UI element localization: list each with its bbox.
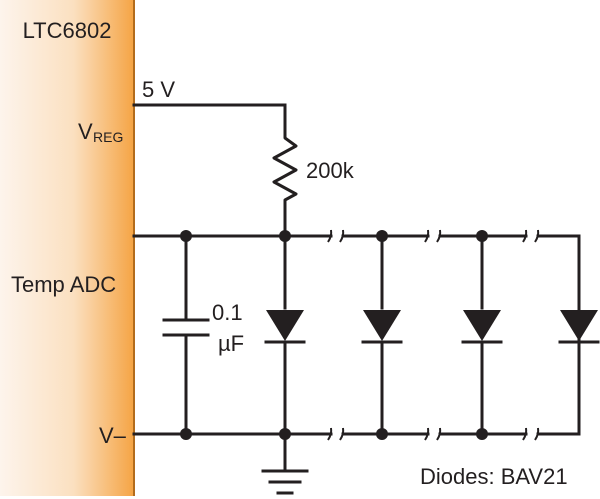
- ic-name: LTC6802: [23, 18, 112, 43]
- vreg-net: 5 V: [132, 77, 287, 132]
- cap-value-top: 0.1: [212, 300, 243, 325]
- diode-3-triangle: [463, 310, 501, 341]
- diode-2: [361, 234, 403, 436]
- diode-1-triangle: [266, 310, 304, 341]
- top-rail-seg-4: [536, 234, 581, 312]
- pin-temp-adc-label: Temp ADC: [11, 272, 116, 297]
- junction-dot: [180, 230, 192, 242]
- ic-block: LTC6802 V REG Temp ADC V–: [0, 0, 135, 496]
- diodes-note: Diodes: BAV21: [420, 464, 568, 489]
- junction-dot: [180, 428, 192, 440]
- pin-vreg-label: V: [78, 119, 93, 144]
- diode-4-triangle: [560, 310, 598, 341]
- wire-break-4: [327, 427, 345, 441]
- junction-dot: [476, 230, 488, 242]
- top-rail: [132, 229, 581, 312]
- diode-4: [558, 310, 600, 344]
- wire-break-5: [424, 427, 442, 441]
- bottom-rail-seg-4: [536, 338, 581, 436]
- diode-2-triangle: [363, 310, 401, 341]
- resistor-value: 200k: [306, 158, 355, 183]
- wire-break-marks-bottom: [327, 427, 540, 441]
- junction-dot: [476, 428, 488, 440]
- supply-label: 5 V: [142, 77, 175, 102]
- pin-vminus-label: V–: [99, 423, 127, 448]
- resistor-200k: 200k: [272, 128, 355, 238]
- diode-3: [461, 234, 503, 436]
- cap-value-unit: µF: [218, 331, 244, 356]
- wire-break-marks-top: [327, 229, 540, 243]
- ic-body: [0, 0, 134, 496]
- diode-1: [264, 234, 306, 436]
- resistor-symbol: [272, 128, 298, 238]
- wire-break-1: [327, 229, 345, 243]
- ground-symbol: [261, 432, 309, 495]
- junction-dot: [279, 230, 291, 242]
- junction-dot: [376, 428, 388, 440]
- wire-break-3: [522, 229, 540, 243]
- wire-break-6: [522, 427, 540, 441]
- pin-vreg-subscript: REG: [93, 129, 123, 145]
- bottom-rail: [132, 338, 581, 441]
- vreg-wire: [132, 103, 287, 132]
- junction-dots: [180, 230, 488, 440]
- junction-dot: [376, 230, 388, 242]
- capacitor-0p1uf: 0.1 µF: [162, 234, 244, 436]
- wire-break-2: [424, 229, 442, 243]
